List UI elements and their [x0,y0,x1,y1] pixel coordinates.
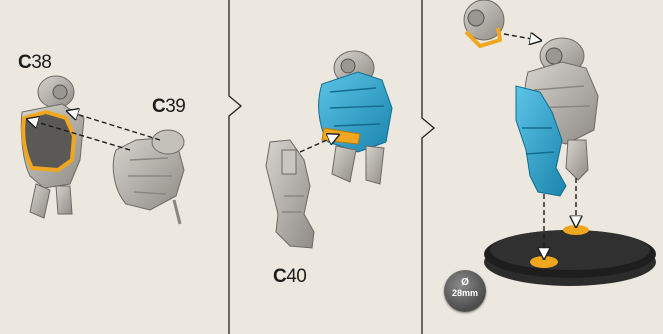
peg-hole [563,225,589,235]
base-size-badge-icon: Ø 28mm [444,270,486,312]
panel-divider-left [229,0,241,334]
part-label-c39: C39 [152,96,185,118]
backpack-c39 [113,130,184,224]
peg-hole [530,256,558,268]
panel-divider-right [422,0,434,334]
torso-c38 [21,76,84,218]
torso-highlighted [319,51,392,184]
dashed-arrow-icon [300,136,336,152]
base-28mm [484,225,656,286]
leg-c40 [266,140,314,248]
part-label-c38: C38 [18,52,51,74]
base-size-label: 28mm [444,288,486,299]
diameter-symbol: Ø [444,277,486,288]
dashed-arrow-icon [504,34,538,40]
part-label-c40: C40 [273,266,306,288]
assembled-miniature [516,38,598,196]
head-part [464,0,504,46]
